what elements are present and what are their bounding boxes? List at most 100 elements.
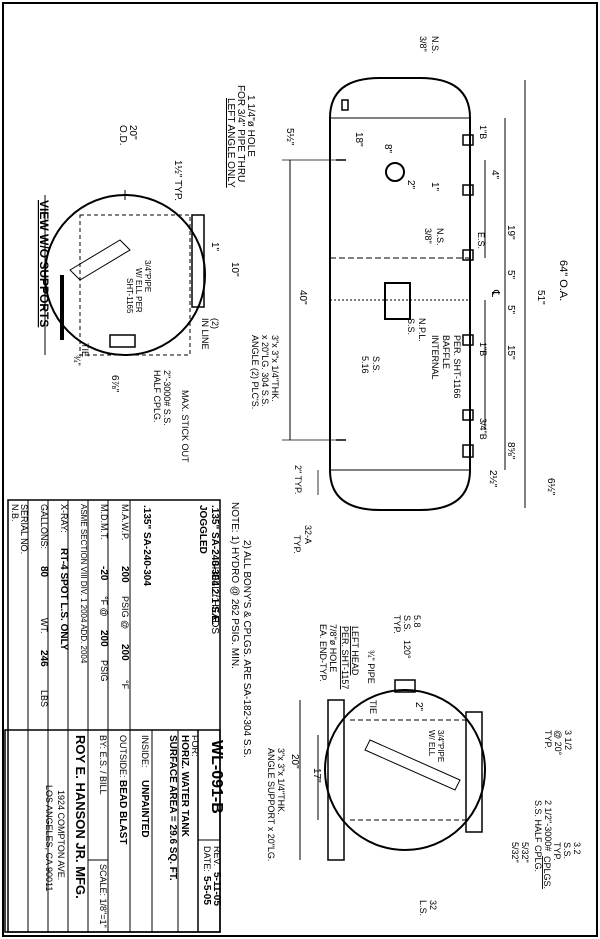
dim-15: 15" [505,345,516,360]
half-cplg-r-2: S.S. HALF CPLG. [533,800,543,872]
inside-label: INSIDE: [140,735,150,768]
ss-cplgs-2: S.S. [562,842,572,859]
temp-1: 200 [119,644,130,661]
dim-8: 8" [382,144,393,154]
dim-20-right: 20" [289,754,300,769]
pipe-label: 3/4"PIPE [143,260,152,292]
mdmt-psig: 200 [98,630,109,647]
asme-section: ASME SECTION VIII DIV. 1 2004 ADD. 2004 [79,504,88,664]
mdmt-value: -20 [98,566,109,581]
lbs-label: LBS [39,690,49,707]
ss-cplgs-3: TYP. [552,842,562,861]
es-label: E.S. [476,232,486,249]
internal-baffle-1: INTERNAL [430,335,440,380]
note-1: NOTE: 1) HYDRO @ 262 PSIG. MIN. [229,502,240,669]
deg-f-1: °F [120,680,130,690]
dim-2-5: 2½" [487,470,498,488]
internal-baffle-3: PER. SHT-1166 [452,335,462,398]
dim-5-5: 5½" [284,128,295,146]
nb-label: N.B. [10,504,20,522]
pipe-ell-r-1: 3/4"PIPE [436,730,445,762]
company-name: ROY E. HANSON JR. MFG. [73,735,88,899]
dim-3-4: ¾" [72,355,82,366]
rev-value: 5-11-05 [211,872,222,906]
weld-32a: 32-A [303,525,313,544]
left-head-2: PER. SHT-1157 [340,626,350,689]
dim-5a: 5" [505,270,516,280]
centerline-symbol: ℄ [489,289,501,297]
dim-2: 2" [405,180,416,190]
view-title: VIEW W/O SUPPORTS [37,200,51,327]
half-cplg-2: HALF CPLG. [152,370,162,423]
dim-2-right: 2" [413,702,424,712]
ss-ns-top-label: 3/8" [418,36,428,52]
od-label-2: O.D. [117,125,128,146]
angle-support-2: ANGLE SUPPORT x 20"LG. [266,748,276,861]
ss-npl-1: S.S. [406,318,416,335]
typ-1-5: 1½" TYP. [172,160,183,201]
mdmt-label: M.D.M.T. [99,504,109,540]
dim-532a: 5/32" [520,842,530,863]
hole-78-2: EA. END-TYP. [318,624,328,682]
by-label: BY: E.S. / BILL [98,735,108,795]
ss-cplgs-4: CPLGS. [542,856,552,889]
half-cplg-1: 2"-3000# S.S. [162,370,172,426]
pipe-3-4: ¾" PIPE [366,650,376,684]
half-cplg-r-1: 2 1/2"-3000# [543,800,553,851]
xray-label: X-RAY: [59,504,69,533]
mawp-value: 200 [119,566,130,583]
hole-note-1: 1 1/4"ø HOLE [245,95,256,157]
dim-18-top: 18" [353,132,364,147]
drawing-number: WL-091-B [208,740,225,814]
hole-78-1: 7/8"ø HOLE [328,624,338,672]
ss-120-1: S.S. [402,615,412,632]
weld-32a-typ: TYP. [292,535,302,554]
date-label: DATE: [202,846,212,872]
dim-17: 17" [311,768,322,783]
dim-51: 51" [535,290,546,305]
dim-8-5: 8⅝" [505,442,516,460]
gallons-label: GALLONS: [39,504,49,549]
angle-support-1: 3"x 3"x 1/4"THK. [276,748,286,815]
end-view-with-supports [299,679,486,861]
wt-value: 246 [38,650,49,667]
joggled: JOGGLED [197,505,208,554]
dim-1: 1" [209,242,220,252]
wt-label: WT. [39,618,49,634]
dim-1-top: 1" [429,182,440,192]
date-value: 5-5-05 [201,876,212,905]
inside-value: UNPAINTED [139,780,150,838]
outside-label: OUTSIDE: [118,735,128,778]
deg-f-2: °F @ [99,596,109,617]
dim-19: 19" [505,225,516,240]
psig-2: PSIG [99,660,109,682]
psig-1: PSIG @ [120,596,130,629]
gallons-value: 80 [38,566,49,578]
dim-40: 40" [297,290,308,305]
tie-label: TIE [80,343,90,357]
dim-1b2: 1"B [478,342,488,356]
dim-3-4b: 3/4"B [478,418,488,440]
left-head-1: LEFT HEAD [350,626,360,676]
ss-cplgs-1: 3.2 [572,842,582,855]
title-block [4,499,221,933]
hole-note-3: LEFT ANGLE ONLY [225,98,236,188]
dim-4: 4" [489,170,500,180]
dim-64: 64" O.A. [557,260,569,301]
angle-note-2: x 20"LG. 304 S.S. [260,335,270,407]
ss-ns-mid-label: 3/8" [423,228,433,244]
mawp-label: M.A.W.P. [120,504,130,540]
in-line-1: (2) [210,318,220,329]
for-label: FOR: [190,735,200,757]
ls-2: L.S. [418,900,428,916]
pipe-ell-r-2: W/ ELL [427,730,436,757]
shell-heads-header: SHELL / HEADS [209,560,220,634]
end-view-without-supports [44,190,206,356]
od-label-1: 20" [127,125,138,140]
angle-note-1: 3"x 3"x 1/4"THK. [270,335,280,402]
dim-5b: 5" [505,305,516,315]
internal-baffle-2: BAFFLE [441,335,451,369]
